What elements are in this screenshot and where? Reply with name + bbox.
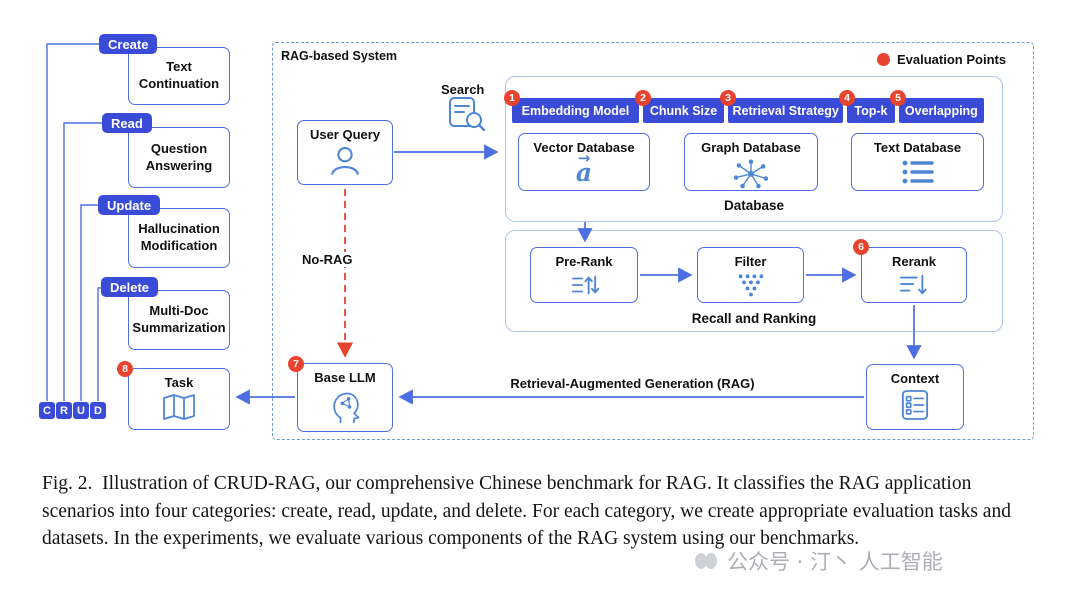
graph-database-label: Graph Database xyxy=(701,140,801,155)
task-box-label: Multi-Doc Summarization xyxy=(132,303,226,335)
param-overlapping: Overlapping xyxy=(898,98,984,123)
search-label: Search xyxy=(441,82,485,97)
graph-network-icon xyxy=(733,159,769,189)
bracket-delete xyxy=(97,287,102,401)
user-icon xyxy=(331,147,359,176)
base-llm-box: Base LLM xyxy=(297,363,393,432)
evaluation-point-6: 6 xyxy=(853,239,869,255)
evaluation-point-5: 5 xyxy=(890,90,906,106)
ranking-section xyxy=(505,230,1003,332)
user-query-box: User Query xyxy=(297,120,393,185)
vector-a-icon: →a xyxy=(575,149,593,188)
text-database-label: Text Database xyxy=(873,140,962,155)
vector-database-box: Vector Database →a xyxy=(518,133,650,191)
task-box-multidoc-summarization: Multi-Doc Summarization xyxy=(128,290,230,350)
ranking-group-label: Recall and Ranking xyxy=(691,311,817,326)
crud-letter-c: C xyxy=(39,402,55,419)
bracket-read xyxy=(63,122,103,401)
rag-system-title: RAG-based System xyxy=(281,49,398,63)
crud-letter-u: U xyxy=(73,402,89,419)
checklist-document-icon xyxy=(901,390,929,421)
evaluation-point-1: 1 xyxy=(504,90,520,106)
evaluation-point-4: 4 xyxy=(839,90,855,106)
evaluation-points-legend: Evaluation Points xyxy=(877,52,1006,67)
parameter-bar: Embedding Model Chunk Size Retrieval Str… xyxy=(512,98,984,123)
red-dot-icon xyxy=(877,53,890,66)
pre-rank-box: Pre-Rank xyxy=(530,247,638,303)
context-box: Context xyxy=(866,364,964,430)
evaluation-point-2: 2 xyxy=(635,90,651,106)
context-label: Context xyxy=(890,371,940,386)
text-database-box: Text Database xyxy=(851,133,984,191)
param-embedding-model: Embedding Model xyxy=(512,98,639,123)
param-top-k: Top-k xyxy=(847,98,895,123)
task-box-hallucination-modification: Hallucination Modification xyxy=(128,208,230,268)
crud-letter-d: D xyxy=(90,402,106,419)
task-box-text-continuation: Text Continuation xyxy=(128,47,230,105)
task-box-question-answering: Question Answering xyxy=(128,127,230,188)
list-icon xyxy=(902,160,934,184)
bracket-update xyxy=(80,204,99,401)
task-output-box: Task xyxy=(128,368,230,430)
search-icon xyxy=(449,97,486,132)
task-box-label: Hallucination Modification xyxy=(138,221,220,253)
user-query-label: User Query xyxy=(309,127,381,142)
watermark: 公众号 · 汀丶 人工智能 xyxy=(693,546,943,576)
bracket-create xyxy=(46,43,100,401)
badge-delete: Delete xyxy=(101,277,159,297)
badge-update: Update xyxy=(98,195,161,215)
map-icon xyxy=(163,394,195,421)
task-output-label: Task xyxy=(164,375,194,390)
badge-read: Read xyxy=(102,113,152,133)
rerank-label: Rerank xyxy=(891,254,937,269)
param-chunk-size: Chunk Size xyxy=(642,98,725,123)
task-box-label: Text Continuation xyxy=(138,59,220,91)
filter-label: Filter xyxy=(734,254,767,269)
param-retrieval-strategy: Retrieval Strategy xyxy=(728,98,844,123)
rerank-icon xyxy=(900,275,927,295)
task-box-label: Question Answering xyxy=(145,140,213,173)
legend-label: Evaluation Points xyxy=(897,52,1007,67)
no-rag-label: No-RAG xyxy=(299,252,356,267)
figure-caption: Fig. 2. Illustration of CRUD-RAG, our co… xyxy=(42,470,1039,553)
graph-database-box: Graph Database xyxy=(684,133,818,191)
crud-letter-r: R xyxy=(56,402,72,419)
pre-rank-label: Pre-Rank xyxy=(555,254,613,269)
database-group-label: Database xyxy=(723,198,785,213)
caption-tag: Fig. 2. xyxy=(42,473,93,494)
rag-system-boundary xyxy=(272,42,1034,440)
hands-icon xyxy=(695,553,717,569)
evaluation-point-8: 8 xyxy=(117,361,133,377)
caption-text: Illustration of CRUD-RAG, our comprehens… xyxy=(42,473,1011,550)
ai-head-icon xyxy=(333,392,360,424)
badge-create: Create xyxy=(99,34,158,54)
rerank-box: Rerank xyxy=(861,247,967,303)
filter-box: Filter xyxy=(697,247,804,303)
filter-funnel-icon xyxy=(738,274,763,297)
rag-arrow-label: Retrieval-Augmented Generation (RAG) xyxy=(510,376,755,391)
database-section xyxy=(505,76,1003,222)
base-llm-label: Base LLM xyxy=(314,370,376,385)
watermark-text: 公众号 · 汀丶 人工智能 xyxy=(727,550,943,574)
vector-database-label: Vector Database xyxy=(533,140,635,155)
evaluation-point-7: 7 xyxy=(288,356,304,372)
sort-icon xyxy=(571,275,600,295)
evaluation-point-3: 3 xyxy=(720,90,736,106)
